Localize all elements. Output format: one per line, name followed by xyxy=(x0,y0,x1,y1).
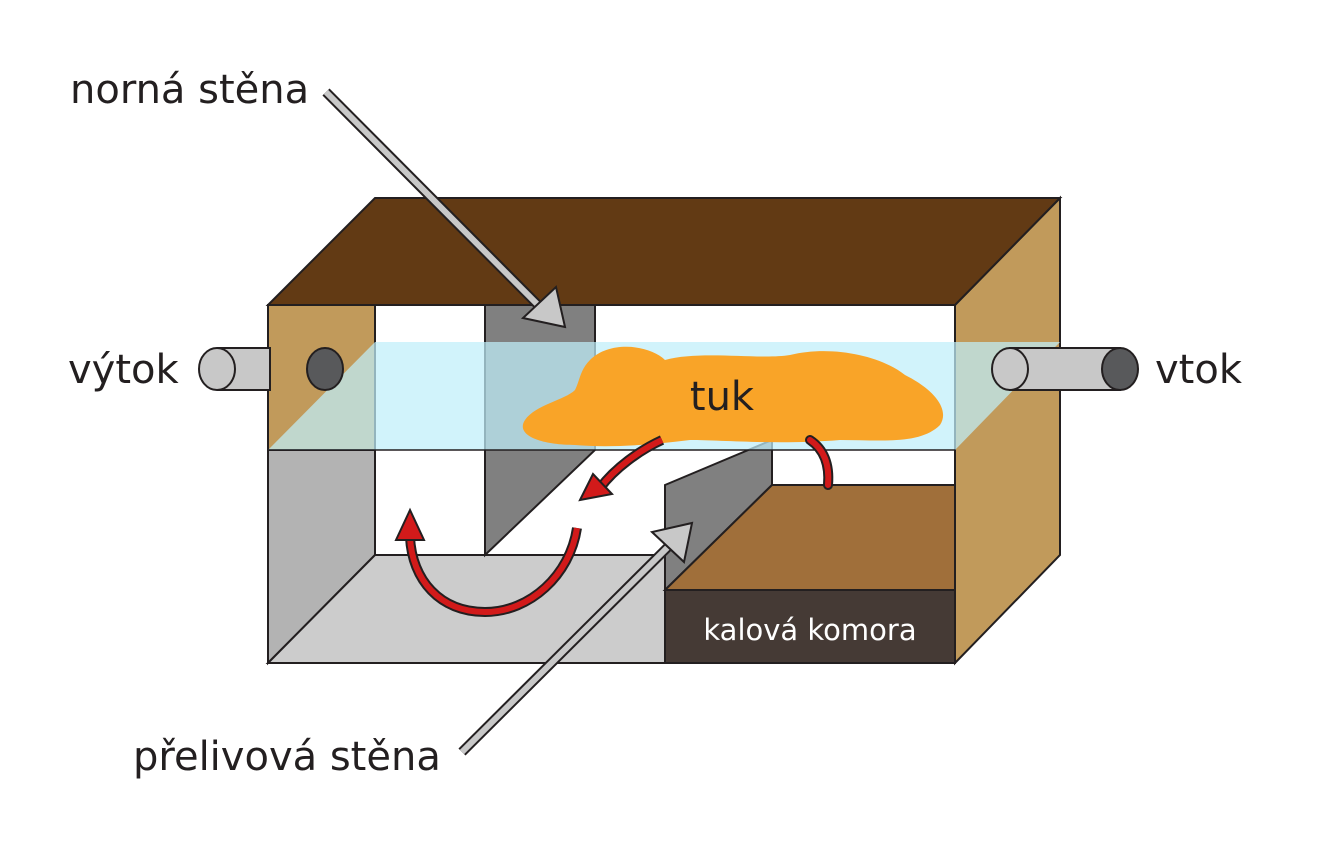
grease-blob xyxy=(522,346,944,447)
inlet-pipe xyxy=(991,347,1139,391)
outlet-hole xyxy=(306,347,344,391)
grease-label: tuk xyxy=(690,374,755,420)
inlet-label: vtok xyxy=(1155,347,1243,393)
flow-arrow-middle xyxy=(578,435,665,502)
overflow-wall-label: přelivová stěna xyxy=(133,734,441,780)
outlet-pipe xyxy=(198,347,344,391)
outlet-label: výtok xyxy=(68,347,180,393)
flow-arrow-bottom xyxy=(394,507,582,618)
tank-lid xyxy=(265,197,1063,306)
pointer-arrow-overflow-wall xyxy=(458,521,694,756)
sludge-chamber-label: kalová komora xyxy=(703,613,916,647)
baffle-wall-label: norná stěna xyxy=(70,67,309,113)
pointer-arrow-baffle-wall xyxy=(322,88,567,329)
flow-arrow-inlet xyxy=(805,435,834,490)
sludge-chamber-front xyxy=(664,589,956,664)
